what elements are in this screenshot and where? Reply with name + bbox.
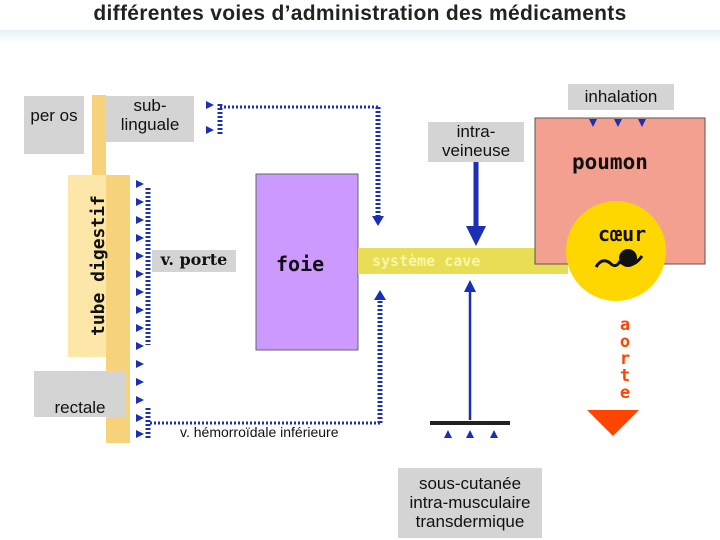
per-os-text: per os [30, 106, 78, 125]
title-underline [0, 30, 720, 44]
intravenous-label: intra- veineuse [428, 122, 524, 162]
digestive-tube-label: tube digestif [88, 195, 109, 337]
aorta-label: aorte [619, 315, 631, 403]
skin-absorption-arrows [444, 430, 498, 438]
heart-flow-icon [619, 255, 644, 267]
page-title: différentes voies d’administration des m… [93, 2, 627, 25]
subcutaneous-label: sous-cutanée intra-musculaire transdermi… [398, 468, 542, 538]
heart-label: cœur [598, 222, 647, 246]
heart-vessel-icon [594, 259, 622, 268]
rectal-label: rectale [34, 371, 126, 417]
hemorrhoidal-arrowhead [374, 290, 386, 300]
digestive-tube-overlay [68, 175, 106, 357]
oral-tube-segment [92, 95, 106, 175]
caval-system-label: système cave [372, 252, 481, 270]
inhalation-label: inhalation [568, 84, 674, 110]
aorta-path [604, 301, 642, 411]
caval-system-bar [358, 248, 568, 274]
sublingual-arrowhead [372, 216, 384, 226]
portal-vein-label: v. porte [152, 250, 236, 272]
inhalation-arrows [589, 119, 646, 127]
subcutaneous-arrowhead [464, 280, 476, 292]
liver-box [255, 173, 359, 351]
liver-label: foie [276, 252, 325, 276]
mucosa-absorption-arrows [136, 101, 214, 438]
lung-label: poumon [572, 150, 648, 174]
aorta-arrowhead [587, 410, 639, 436]
heart-circle [566, 201, 666, 301]
sublingual-label: sub- linguale [106, 96, 194, 142]
hemorrhoidal-vein-label: v. hémorroïdale inférieure [180, 424, 339, 440]
intravenous-arrowhead [466, 226, 486, 246]
per-os-label: per os [24, 96, 84, 154]
